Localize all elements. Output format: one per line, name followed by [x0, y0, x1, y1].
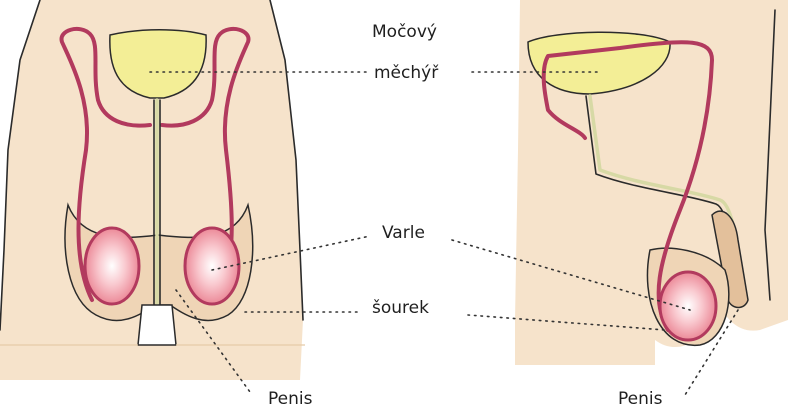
label-penis-side: Penis — [618, 389, 663, 409]
label-testes: Varle — [382, 223, 425, 243]
label-penis-front: Penis — [268, 389, 313, 409]
side-view — [515, 0, 788, 365]
front-view — [0, 0, 305, 380]
label-bladder-line2: měchýř — [374, 63, 439, 83]
front-penis — [138, 305, 176, 345]
front-testis-left — [85, 228, 139, 304]
label-bladder-line1: Močový — [372, 22, 437, 42]
side-testis — [660, 272, 716, 340]
label-scrotum: šourek — [372, 298, 429, 318]
